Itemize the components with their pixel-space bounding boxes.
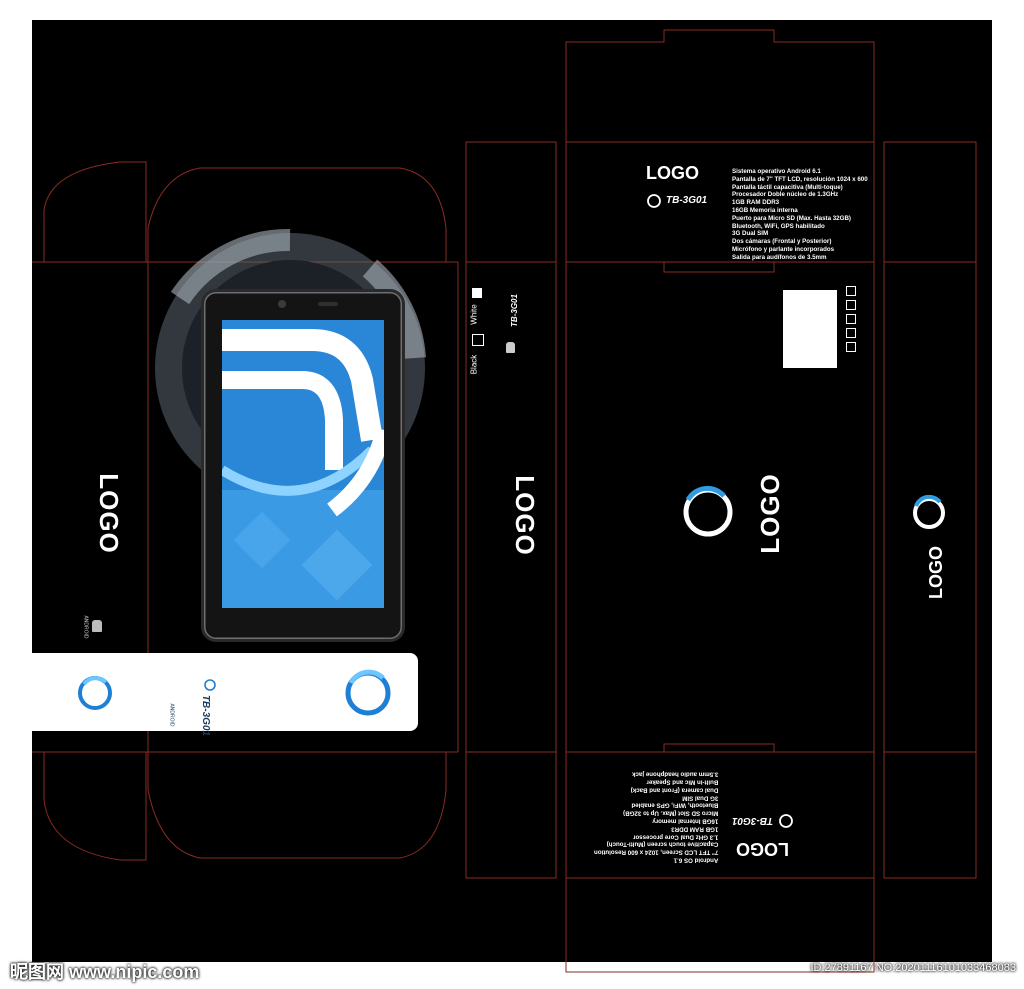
band-model-label: TB-3G01 <box>200 694 212 737</box>
top-logo: LOGO <box>646 163 699 183</box>
recycle-icon <box>846 342 856 352</box>
tablet-screen <box>222 320 384 608</box>
bottom-model: TB-3G01 <box>732 815 774 826</box>
android-robot-icon <box>506 342 515 353</box>
ring-logo-icon <box>683 485 733 537</box>
spec-line: Android OS 6.1 <box>673 856 719 864</box>
spine-logo: LOGO <box>509 475 540 556</box>
spec-line: 3G Dual SIM <box>732 230 769 238</box>
barcode-number: 15232422 <box>813 306 823 343</box>
keep-dry-icon <box>846 328 856 338</box>
spec-line: Procesador Doble núcleo de 1.3GHz <box>732 191 839 199</box>
spec-line: Sistema operativo Android 6.1 <box>732 168 821 175</box>
spec-line: Dual camera (Front and Back) <box>630 786 719 794</box>
watermark-left: 昵图网 www.nipic.com <box>10 962 200 982</box>
spec-line: 1.3 GHz Dual Core processor <box>633 833 719 841</box>
top-model: TB-3G01 <box>666 195 708 206</box>
ring-logo-icon <box>78 676 112 710</box>
spec-line: Bluetooth, WiFi, GPS enabled <box>631 801 719 809</box>
small-ring-icon <box>204 679 216 691</box>
ring-logo-icon <box>345 669 391 716</box>
spec-line: Dos cámaras (Frontal y Posterior) <box>732 238 832 246</box>
white-swatch <box>472 288 482 298</box>
spec-line: 16GB Internal memory <box>652 817 719 825</box>
spec-line: Pantalla táctil capacitiva (Multi-toque) <box>732 183 843 191</box>
stack-limit-icon <box>846 314 856 324</box>
spec-line: 1GB RAM DDR3 <box>671 825 719 833</box>
spec-line: 3.5mm audio headphone jack <box>632 770 719 778</box>
ring-logo-icon <box>913 494 945 529</box>
spec-line: 3G Dual SIM <box>682 794 719 802</box>
band-android-label: ANDROID <box>168 703 175 727</box>
handling-icons <box>846 286 856 370</box>
android-label: ANDROID <box>82 615 89 639</box>
watermark-right: ID:27891167 NO:20201116101033468083 <box>810 962 1016 974</box>
screen-wallpaper <box>222 320 384 608</box>
spec-line: 7" TFT LCD Screen, 1024 x 600 Resolution <box>594 848 719 856</box>
fragile-icon <box>846 286 856 296</box>
side-logo: LOGO <box>926 546 946 599</box>
left-logo: LOGO <box>93 473 124 554</box>
dieline-sheet <box>32 20 992 962</box>
spec-line: 1GB RAM DDR3 <box>732 199 780 207</box>
spec-line: Capacitive touch screen (Multi-Touch) <box>606 840 719 848</box>
spec-line: Salida para audífonos de 3.5mm <box>732 253 827 261</box>
color-black-label: Black <box>469 354 479 375</box>
this-way-up-icon <box>846 300 856 310</box>
tablet-device <box>204 292 402 639</box>
spec-line: Micro SD Slot (Max. Up to 32GB) <box>623 809 719 817</box>
speaker-grille <box>318 302 338 306</box>
spec-line: 16GB Memoria interna <box>732 206 798 214</box>
white-band <box>32 653 418 731</box>
spec-list-es: Sistema operativo Android 6.1 Pantalla d… <box>732 168 868 262</box>
spec-line: Micrófono y parlante incorporados <box>732 245 835 253</box>
spec-line: Puerto para Micro SD (Max. Hasta 32GB) <box>732 214 851 222</box>
color-white-label: White <box>469 304 479 325</box>
center-logo: LOGO <box>754 473 785 554</box>
black-swatch <box>472 334 484 346</box>
spec-line: Bluetooth, WiFi, GPS habilitado <box>732 222 825 230</box>
bottom-logo: LOGO <box>736 839 789 859</box>
front-camera-icon <box>278 300 286 308</box>
spec-list-en: Android OS 6.1 7" TFT LCD Screen, 1024 x… <box>594 770 718 864</box>
spec-line: Built-in Mic and Speaker <box>646 778 719 786</box>
small-ring-icon <box>779 814 793 828</box>
android-robot-icon <box>92 620 102 632</box>
small-ring-icon <box>647 194 661 208</box>
spec-line: Pantalla de 7" TFT LCD, resolución 1024 … <box>732 175 868 183</box>
barcode-label <box>783 290 837 368</box>
spine-model-label: TB-3G01 <box>509 294 519 327</box>
